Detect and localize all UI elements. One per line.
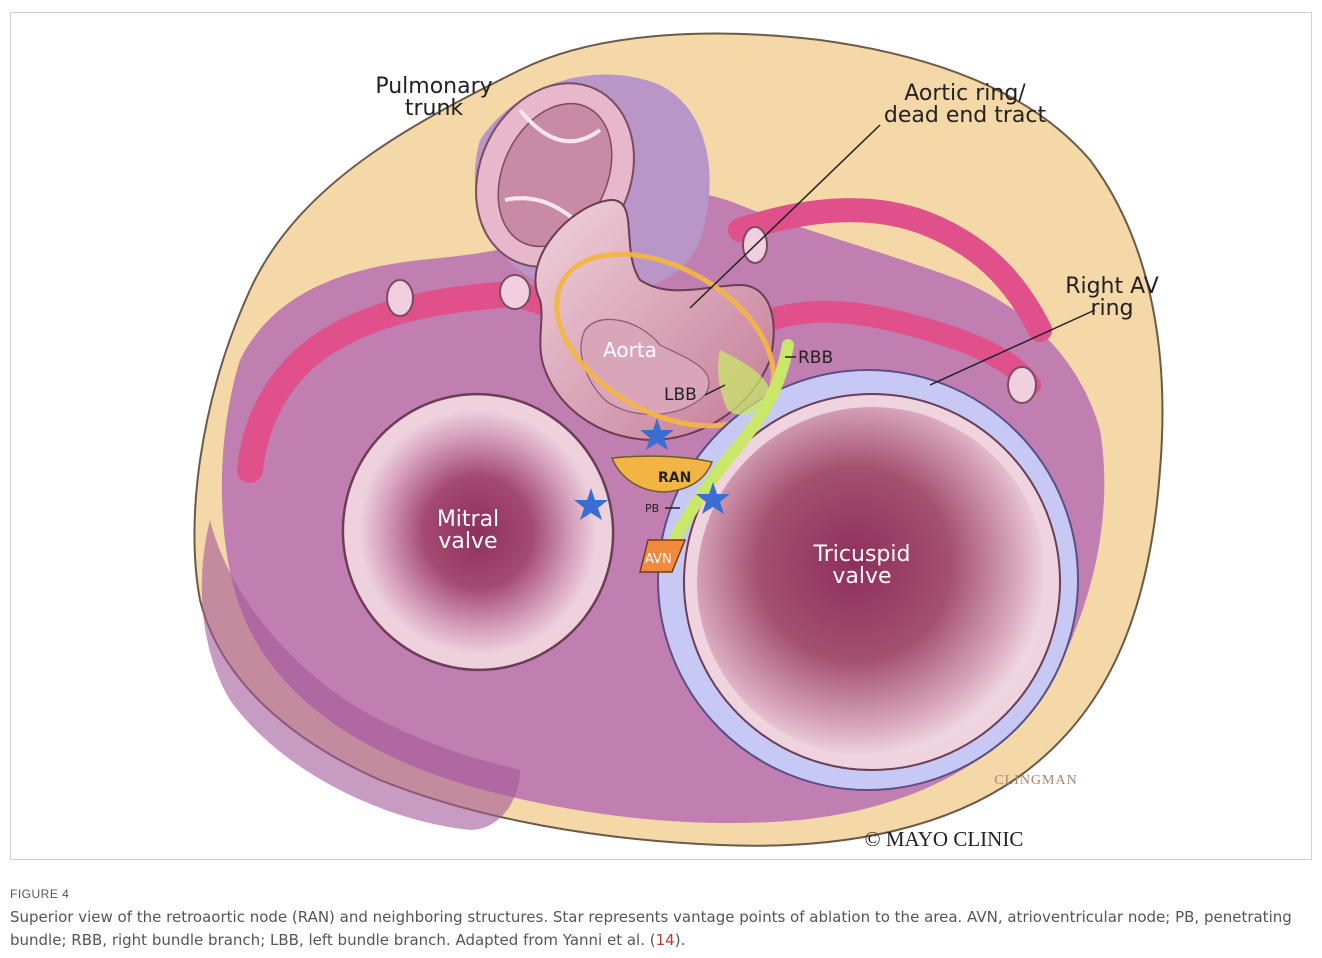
label-aorta: Aorta	[603, 338, 657, 362]
figure-label: FIGURE 4	[10, 887, 69, 901]
label-aortic-ring: dead end tract	[884, 103, 1047, 128]
label-rbb: RBB	[798, 348, 833, 368]
label-right-av-ring: ring	[1090, 296, 1133, 321]
vessel-cross-section	[387, 280, 413, 316]
label-pulmonary-trunk: trunk	[405, 96, 464, 121]
reference-link[interactable]: 14	[656, 931, 675, 949]
label-mitral-valve: valve	[438, 529, 497, 554]
label-pb: PB	[645, 502, 659, 515]
label-tricuspid-valve: valve	[832, 564, 891, 589]
copyright-notice: © MAYO CLINIC	[865, 827, 1024, 851]
caption-text: Superior view of the retroaortic node (R…	[10, 908, 1292, 949]
heart-illustration: Pulmonary trunk Aortic ring/ dead end tr…	[0, 0, 1322, 870]
label-avn: AVN	[645, 552, 672, 567]
vessel-cross-section	[1008, 367, 1036, 403]
label-ran: RAN	[658, 470, 691, 486]
artist-signature: CLINGMAN	[994, 773, 1077, 788]
label-lbb: LBB	[664, 385, 697, 405]
vessel-cross-section	[500, 275, 530, 309]
caption-text-end: ).	[675, 931, 686, 949]
figure-caption: Superior view of the retroaortic node (R…	[10, 906, 1310, 952]
